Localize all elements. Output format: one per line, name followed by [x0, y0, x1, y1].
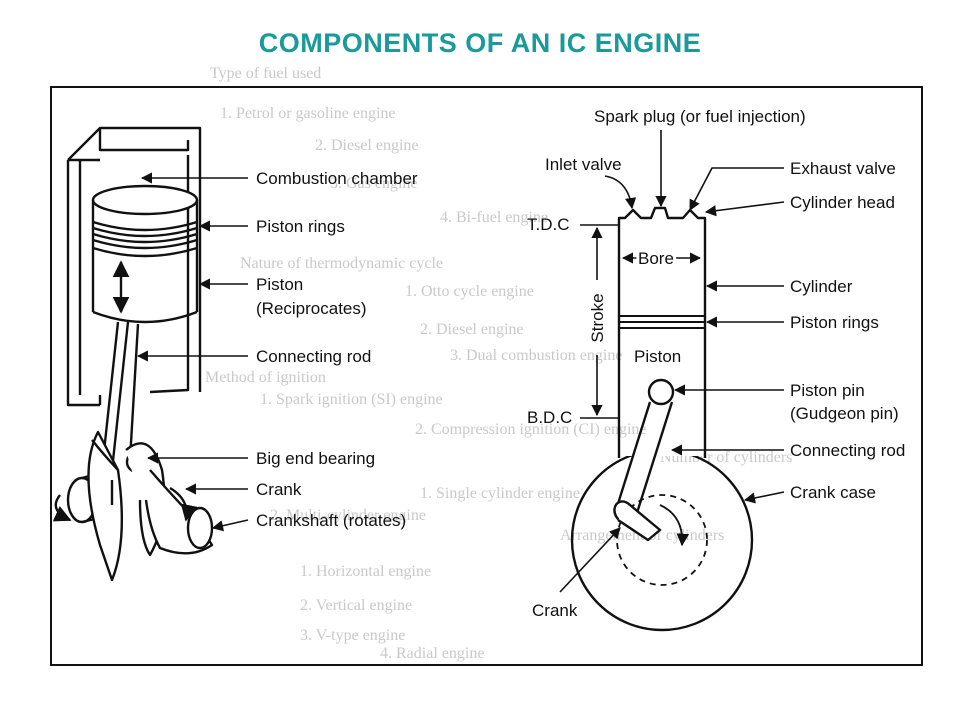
bleed-line: 2. Diesel engine [315, 137, 419, 154]
label-crank-case: Crank case [790, 483, 876, 502]
bleed-line: Type of fuel used [210, 65, 321, 82]
bleed-line: 3. Gas engine [330, 175, 418, 192]
right-connecting-rod [614, 401, 674, 517]
crank-circle [616, 494, 708, 586]
label-piston-rings: Piston rings [256, 217, 345, 236]
left-labels: Combustion chamber Piston rings Piston (… [256, 169, 418, 530]
right-leaders [559, 130, 785, 593]
label-cylinder: Cylinder [790, 277, 853, 296]
cylinder-housing [66, 126, 202, 407]
label-combustion-chamber: Combustion chamber [256, 169, 418, 188]
piston-pin [647, 378, 675, 406]
label-bdc: B.D.C [527, 408, 572, 427]
left-leaders [136, 172, 249, 532]
label-tdc: T.D.C [527, 215, 570, 234]
label-connecting-rod: Connecting rod [256, 347, 371, 366]
bleed-line: 1. Single cylinder engine [420, 485, 580, 502]
label-spark-plug: Spark plug (or fuel injection) [594, 107, 806, 126]
bleed-line: 1. Otto cycle engine [405, 283, 534, 300]
label-connecting-rod-right: Connecting rod [790, 441, 905, 460]
bleed-line: 2. Multi-cylinder engine [270, 507, 426, 524]
label-bore: Bore [638, 249, 674, 268]
cylinder-outline [617, 206, 707, 440]
diagram-frame [50, 86, 923, 666]
bleed-line: 4. Radial engine [380, 645, 484, 662]
bleed-line: Nature of thermodynamic cycle [240, 255, 443, 272]
bleed-line: 4. Bi-fuel engine [440, 209, 548, 226]
label-big-end-bearing: Big end bearing [256, 449, 375, 468]
label-piston-sub: (Reciprocates) [256, 299, 367, 318]
label-crank: Crank [256, 480, 302, 499]
bleed-line: 2. Vertical engine [300, 597, 412, 614]
bleed-line: 1. Horizontal engine [300, 563, 431, 580]
label-piston-rings-right: Piston rings [790, 313, 879, 332]
label-piston-pin-sub: (Gudgeon pin) [790, 404, 899, 423]
label-crankshaft: Crankshaft (rotates) [256, 511, 406, 530]
bleed-line: 2. Compression ignition (CI) engine [415, 421, 647, 438]
crankshaft [52, 430, 214, 582]
piston-rings [619, 315, 705, 329]
piston-body [91, 184, 199, 324]
right-labels: Spark plug (or fuel injection) Inlet val… [527, 107, 905, 620]
bleed-line: 1. Petrol or gasoline engine [220, 105, 396, 122]
bleed-line: Method of ignition [205, 369, 326, 386]
label-piston-pin: Piston pin [790, 381, 865, 400]
page-title: COMPONENTS OF AN IC ENGINE [258, 28, 702, 58]
bleed-line: 2. Diesel engine [420, 321, 524, 338]
bleed-through-text: Type of fuel used 1. Petrol or gasoline … [205, 65, 792, 662]
rotation-arrow [659, 504, 690, 547]
right-illustration [559, 130, 785, 632]
left-illustration [52, 126, 249, 582]
label-cylinder-head: Cylinder head [790, 193, 895, 212]
label-inlet-valve: Inlet valve [545, 155, 622, 174]
label-exhaust-valve: Exhaust valve [790, 159, 896, 178]
bleed-line: 1. Spark ignition (SI) engine [260, 391, 443, 408]
label-crank-right: Crank [532, 601, 578, 620]
label-piston-right: Piston [634, 347, 681, 366]
label-stroke: Stroke [588, 293, 607, 342]
label-piston: Piston [256, 275, 303, 294]
bleed-line: 3. V-type engine [300, 627, 405, 644]
bleed-line: 3. Dual combustion engine [450, 347, 622, 364]
crank-pin [613, 500, 662, 542]
